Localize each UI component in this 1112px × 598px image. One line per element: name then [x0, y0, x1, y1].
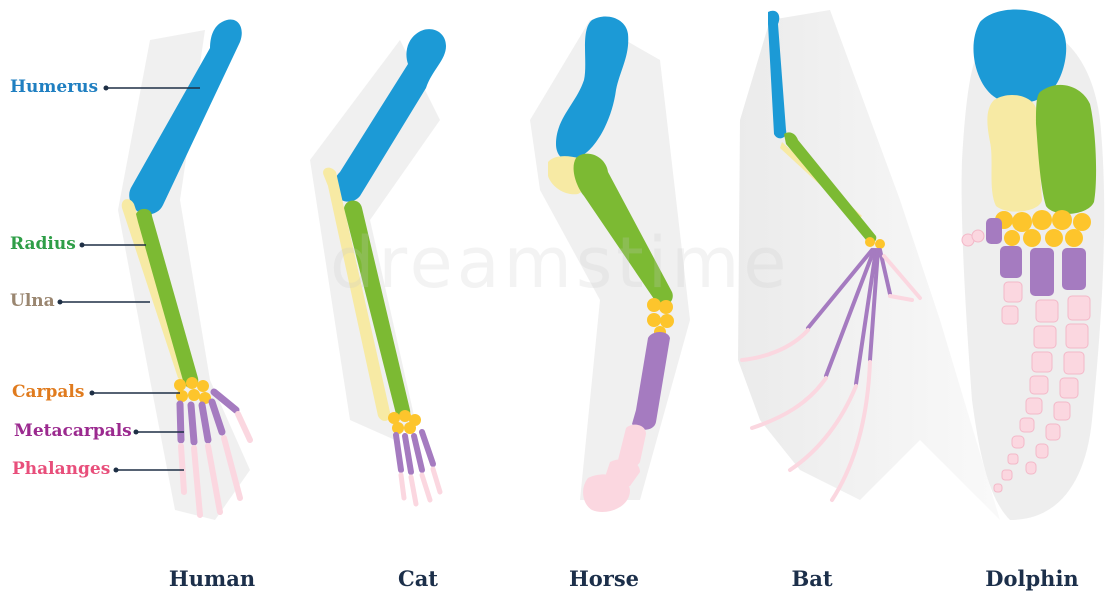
- leader-dots: [58, 86, 139, 473]
- animal-name-bat: Bat: [742, 566, 882, 591]
- animal-name-horse: Horse: [534, 566, 674, 591]
- dolphin-ulna: [987, 95, 1042, 212]
- label-humerus: Humerus: [10, 77, 98, 97]
- dolphin-flipper: [962, 9, 1105, 520]
- cat-phalanges: [401, 469, 440, 504]
- label-ulna: Ulna: [10, 291, 55, 311]
- human-carpals: [174, 377, 211, 404]
- human-arm: [118, 19, 250, 520]
- label-phalanges: Phalanges: [12, 459, 110, 479]
- label-metacarpals: Metacarpals: [14, 421, 132, 441]
- dolphin-radius: [1036, 85, 1096, 214]
- animal-name-dolphin: Dolphin: [962, 566, 1102, 591]
- watermark: dreamstime: [330, 222, 790, 304]
- animal-name-human: Human: [142, 566, 282, 591]
- animal-name-cat: Cat: [348, 566, 488, 591]
- cat-metacarpals: [396, 432, 433, 472]
- label-carpals: Carpals: [12, 382, 84, 402]
- label-radius: Radius: [10, 234, 76, 254]
